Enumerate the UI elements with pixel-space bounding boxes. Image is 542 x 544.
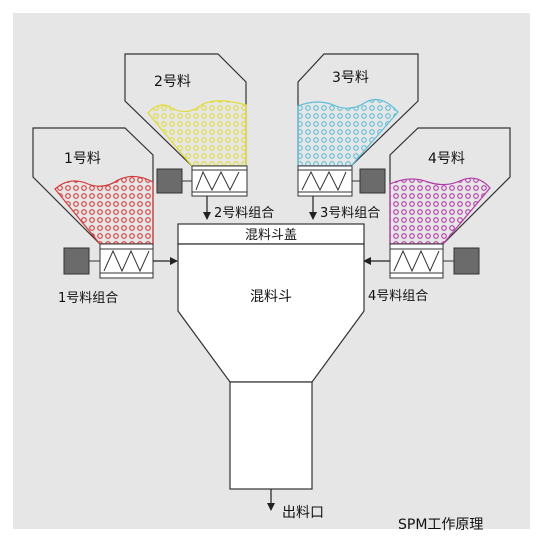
motor-2 <box>156 168 183 194</box>
mixer-body-label: 混料斗 <box>250 289 292 305</box>
outlet-pipe <box>229 381 313 490</box>
motor-3 <box>359 168 386 194</box>
mixer-lid-label: 混料斗盖 <box>245 228 297 243</box>
hopper-4: 4号料 <box>389 127 511 245</box>
hopper-3-label: 3号料 <box>332 70 369 86</box>
motor-1 <box>63 247 90 275</box>
hopper-1: 1号料 <box>32 127 154 245</box>
hopper-4-material <box>389 177 491 245</box>
hopper-1-label: 1号料 <box>64 151 101 167</box>
screw-feeder-1 <box>63 243 154 279</box>
hopper-2-material <box>147 100 247 167</box>
hopper-3: 3号料 <box>297 53 419 167</box>
screw-feeder-3 <box>297 165 386 197</box>
motor-4 <box>453 247 480 275</box>
combo-4-label: 4号料组合 <box>368 289 428 304</box>
combo-2-label: 2号料组合 <box>214 206 274 221</box>
hopper-3-material <box>297 99 399 167</box>
combo-1-label: 1号料组合 <box>58 291 118 306</box>
hopper-2-label: 2号料 <box>154 74 191 90</box>
screw-feeder-2 <box>156 165 248 197</box>
diagram-title: SPM工作原理 <box>398 517 483 533</box>
hopper-4-label: 4号料 <box>428 151 465 167</box>
hopper-1-material <box>54 175 154 245</box>
mixing-hopper: 混料斗盖 混料斗 <box>177 223 365 490</box>
combo-3-label: 3号料组合 <box>320 206 380 221</box>
screw-feeder-4 <box>389 243 480 279</box>
hopper-2: 2号料 <box>124 53 247 167</box>
outlet-label: 出料口 <box>282 505 324 521</box>
